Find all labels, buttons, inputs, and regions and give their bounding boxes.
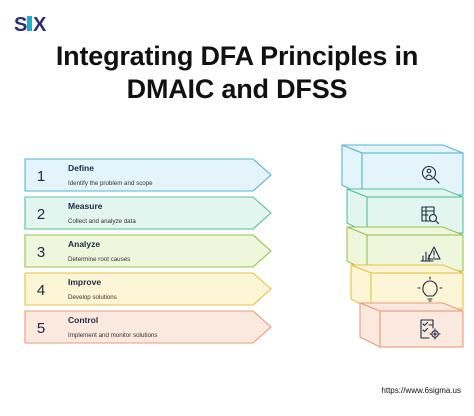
step-description: Implement and monitor solutions: [68, 332, 157, 339]
step-number: 4: [37, 282, 45, 299]
step-number: 3: [37, 244, 45, 261]
icon-card-analyze: [346, 226, 464, 272]
step-description: Develop solutions: [68, 294, 117, 301]
step-number: 5: [37, 320, 45, 337]
icon-card-side: [346, 226, 368, 272]
step-number: 1: [37, 168, 45, 185]
icon-card-face: [361, 152, 464, 196]
svg-text:X: X: [33, 14, 47, 36]
step-description: Collect and analyze data: [68, 218, 136, 225]
step-name: Define: [68, 163, 94, 173]
step-number: 2: [37, 206, 45, 223]
svg-text:S: S: [14, 14, 27, 36]
search-person-icon: [421, 165, 440, 184]
step-name: Measure: [68, 201, 103, 211]
source-url: https://www.6sigma.us: [381, 386, 461, 395]
icon-card-control: [359, 302, 464, 348]
chart-warning-icon: [420, 246, 441, 262]
step-arrow-shape: [24, 272, 272, 306]
spreadsheet-search-icon: [421, 206, 440, 225]
title-line-2: DMAIC and DFSS: [126, 74, 348, 104]
step-name: Improve: [68, 277, 101, 287]
step-arrow-shape: [24, 196, 272, 230]
step-arrow-shape: [24, 310, 272, 344]
icon-card-side: [359, 302, 381, 348]
step-name: Analyze: [68, 239, 100, 249]
page-title: Integrating DFA Principles in DMAIC and …: [0, 40, 474, 106]
icon-card-side: [346, 188, 368, 234]
step-description: Identify the problem and scope: [68, 180, 153, 187]
lightbulb-icon: [417, 276, 443, 302]
checklist-gear-icon: [420, 319, 441, 340]
icon-card-define: [341, 144, 464, 196]
step-arrow-shape: [24, 158, 272, 192]
icon-card-measure: [346, 188, 464, 234]
title-line-1: Integrating DFA Principles in: [55, 41, 419, 71]
six-sigma-logo: S X: [12, 10, 50, 38]
step-name: Control: [68, 315, 98, 325]
icon-card-side: [341, 144, 363, 196]
step-description: Determine root causes: [68, 256, 130, 263]
icon-card-improve: [350, 264, 464, 310]
step-arrow-shape: [24, 234, 272, 268]
icon-card-side: [350, 264, 372, 310]
